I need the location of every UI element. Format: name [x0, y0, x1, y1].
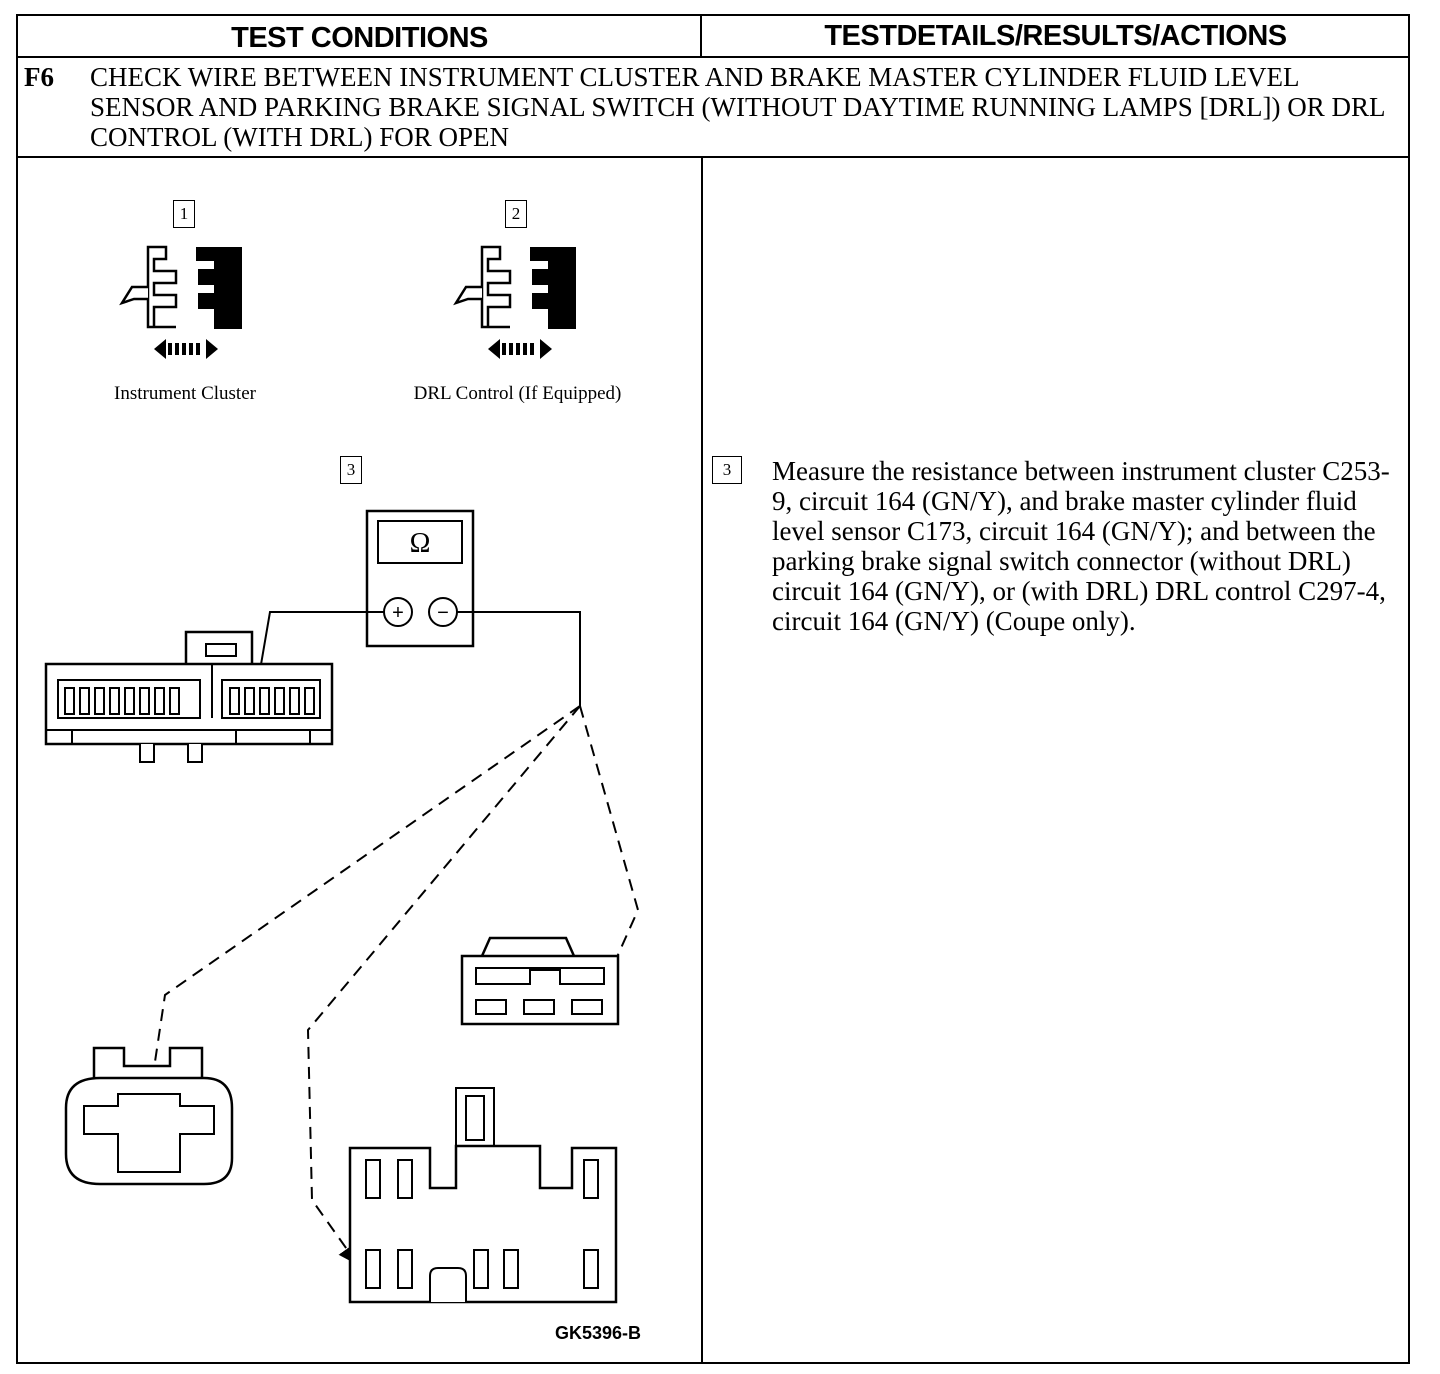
header-test-details: TESTDETAILS/RESULTS/ACTIONS — [824, 20, 1287, 52]
dashed-lead-drl — [306, 705, 581, 1266]
step-1-box: 1 — [173, 200, 195, 228]
dashed-lead-sensor — [142, 705, 581, 1099]
ohmmeter-icon — [365, 509, 475, 648]
instrument-cluster-caption: Instrument Cluster — [114, 383, 256, 404]
drl-control-connector-icon — [348, 1087, 618, 1304]
header-test-conditions: TEST CONDITIONS — [231, 22, 488, 54]
parking-brake-switch-connector-icon — [460, 936, 620, 1026]
title-divider — [18, 156, 1408, 158]
instrument-cluster-connector-icon — [44, 630, 334, 763]
step-3-box: 3 — [340, 456, 362, 484]
plus-terminal-label: + — [392, 602, 404, 624]
header-column-divider — [700, 16, 702, 56]
details-step-box: 3 — [712, 456, 742, 484]
negative-lead — [457, 611, 581, 706]
positive-lead — [250, 611, 384, 686]
ohm-symbol: Ω — [410, 528, 431, 559]
figure-id: GK5396-B — [555, 1323, 642, 1343]
step-2-box: 2 — [505, 200, 527, 228]
drl-control-caption: DRL Control (If Equipped) — [413, 383, 622, 404]
header-divider — [18, 56, 1408, 58]
minus-terminal-label: − — [437, 602, 449, 624]
body-column-divider — [701, 156, 703, 1364]
disconnect-connector-icon — [453, 245, 576, 359]
test-table: TEST CONDITIONS TESTDETAILS/RESULTS/ACTI… — [16, 14, 1410, 1364]
test-id: F6 — [24, 62, 54, 92]
details-step-text: Measure the resistance between instrumen… — [772, 456, 1390, 636]
disconnect-connector-icon — [119, 245, 242, 359]
fluid-level-sensor-connector-icon — [64, 1046, 234, 1186]
test-title: CHECK WIRE BETWEEN INSTRUMENT CLUSTER AN… — [90, 62, 1385, 152]
